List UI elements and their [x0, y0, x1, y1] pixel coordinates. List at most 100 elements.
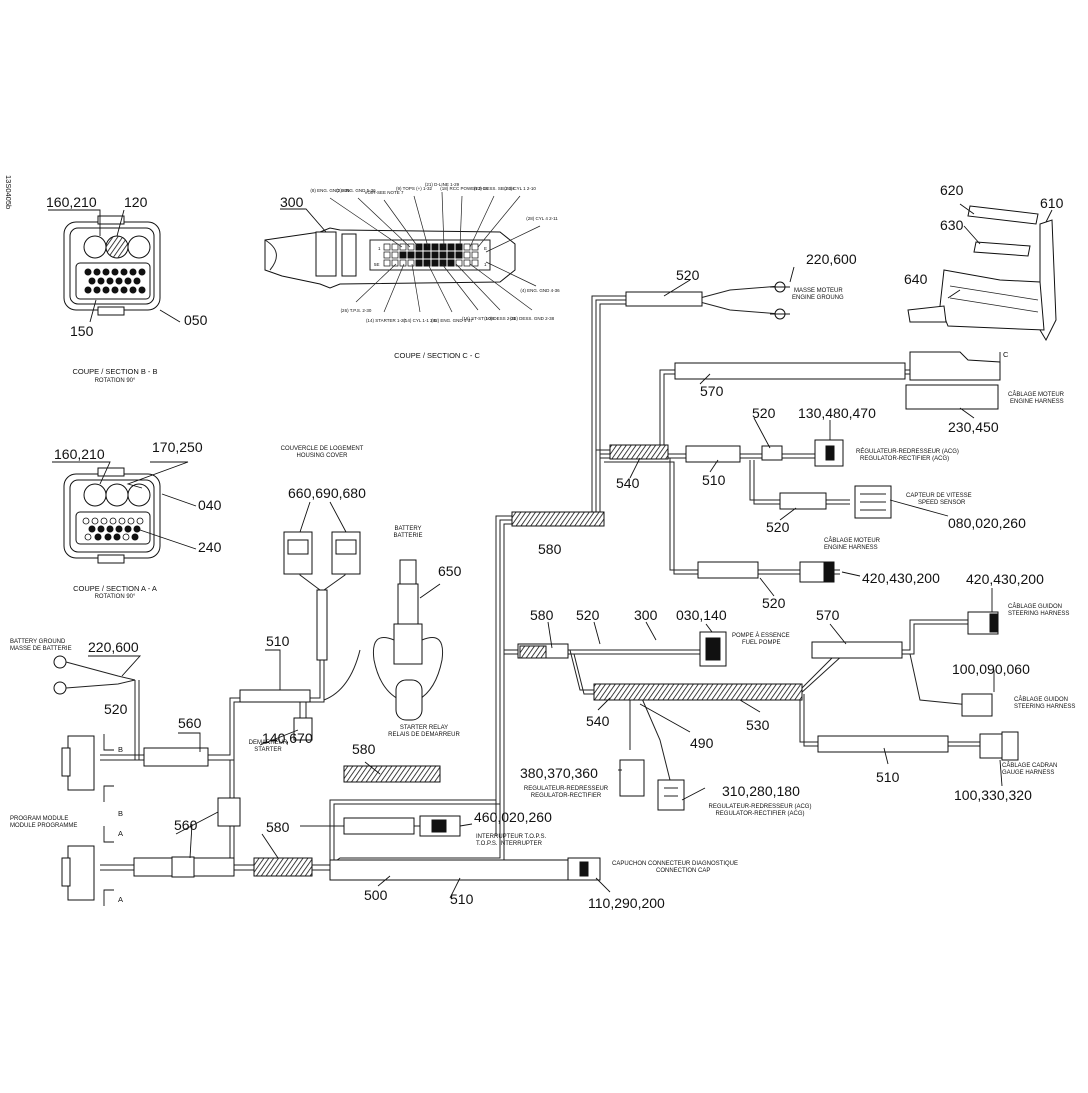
svg-text:ENGINE GROUNG: ENGINE GROUNG: [792, 295, 844, 301]
svg-text:500: 500: [364, 887, 388, 903]
section-bb-title: COUPE / SECTION B - B ROTATION 90°: [72, 367, 157, 384]
harness-sleeves: [133, 291, 949, 881]
svg-text:(14) CYL 1-1 2-5: (14) CYL 1-1 2-5: [403, 318, 437, 323]
svg-text:580: 580: [530, 607, 554, 623]
svg-text:160,210: 160,210: [46, 194, 97, 210]
svg-text:580: 580: [538, 541, 562, 557]
svg-text:040: 040: [198, 497, 222, 513]
svg-text:050: 050: [184, 312, 208, 328]
svg-text:510: 510: [266, 633, 290, 649]
svg-text:SPEED SENSOR: SPEED SENSOR: [918, 500, 966, 506]
svg-text:520: 520: [104, 701, 128, 717]
svg-text:C: C: [1003, 350, 1009, 359]
svg-text:120: 120: [124, 194, 148, 210]
svg-text:520: 520: [762, 595, 786, 611]
svg-text:570: 570: [816, 607, 840, 623]
svg-text:BATTERY: BATTERY: [394, 526, 421, 532]
svg-text:650: 650: [438, 563, 462, 579]
svg-text:080,020,260: 080,020,260: [948, 515, 1026, 531]
svg-text:240: 240: [198, 539, 222, 555]
svg-text:(38) DESS. GND 2-38: (38) DESS. GND 2-38: [510, 316, 555, 321]
svg-text:580: 580: [352, 741, 376, 757]
svg-text:BATTERIE: BATTERIE: [394, 533, 423, 539]
svg-text:CÂBLAGE GUIDON: CÂBLAGE GUIDON: [1008, 603, 1062, 610]
svg-text:520: 520: [576, 607, 600, 623]
svg-text:(8) ENG. GND 4-35: (8) ENG. GND 4-35: [310, 188, 350, 193]
section-cc-title: COUPE / SECTION C - C: [394, 351, 480, 360]
svg-text:(10) DESS 2-31: (10) DESS 2-31: [484, 316, 516, 321]
svg-text:MODULE PROGRAMME: MODULE PROGRAMME: [10, 823, 77, 829]
svg-text:REGULATEUR-REDRESSEUR: REGULATEUR-REDRESSEUR: [524, 786, 609, 792]
svg-text:PROGRAM MODULE: PROGRAM MODULE: [10, 816, 68, 822]
ecm-connector-section-cc: E 1 5E 1: [264, 191, 541, 313]
svg-text:COUPE / SECTION B - B: COUPE / SECTION B - B: [72, 367, 157, 376]
engine-connectors-610-640: [907, 205, 1057, 342]
svg-text:510: 510: [702, 472, 726, 488]
svg-text:540: 540: [586, 713, 610, 729]
svg-text:(16) ST-ST 1-28: (16) ST-ST 1-28: [462, 316, 495, 321]
svg-text:GAUGE HARNESS: GAUGE HARNESS: [1002, 770, 1054, 776]
svg-text:DEMARREUR: DEMARREUR: [249, 740, 288, 746]
svg-text:CÂBLAGE CADRAN: CÂBLAGE CADRAN: [1002, 762, 1057, 769]
svg-text:510: 510: [876, 769, 900, 785]
svg-text:560: 560: [178, 715, 202, 731]
svg-text:(4) ENG. GND 4-36: (4) ENG. GND 4-36: [520, 288, 560, 293]
svg-text:570: 570: [700, 383, 724, 399]
svg-text:STARTER RELAY: STARTER RELAY: [400, 725, 448, 731]
svg-text:COUVERCLE DE LOGEMENT: COUVERCLE DE LOGEMENT: [281, 446, 364, 452]
svg-text:5E: 5E: [374, 262, 380, 267]
svg-text:300: 300: [280, 194, 304, 210]
svg-text:POMPE À ESSENCE: POMPE À ESSENCE: [732, 632, 790, 639]
svg-text:REGULATOR-RECTIFIER (ACG): REGULATOR-RECTIFIER (ACG): [715, 811, 804, 817]
svg-text:B: B: [118, 809, 123, 818]
svg-text:230,450: 230,450: [948, 419, 999, 435]
svg-text:REGULATEUR-REDRESSEUR (ACG): REGULATEUR-REDRESSEUR (ACG): [709, 804, 812, 810]
svg-text:CÂBLAGE MOTEUR: CÂBLAGE MOTEUR: [1008, 391, 1065, 398]
svg-text:HOUSING COVER: HOUSING COVER: [296, 453, 348, 459]
svg-text:610: 610: [1040, 195, 1064, 211]
svg-text:ROTATION 90°: ROTATION 90°: [95, 594, 136, 600]
svg-text:CAPTEUR DE VITESSE: CAPTEUR DE VITESSE: [906, 493, 972, 499]
svg-text:(9) TOPS (+) 1-32: (9) TOPS (+) 1-32: [396, 186, 432, 191]
svg-text:MASSE DE BATTERIE: MASSE DE BATTERIE: [10, 646, 72, 652]
svg-text:RÉGULATEUR-REDRESSEUR (ACG): RÉGULATEUR-REDRESSEUR (ACG): [856, 448, 959, 455]
svg-text:300: 300: [634, 607, 658, 623]
svg-text:ROTATION 90°: ROTATION 90°: [95, 378, 136, 384]
svg-text:520: 520: [676, 267, 700, 283]
section-aa-title: COUPE / SECTION A - A ROTATION 90°: [73, 584, 157, 600]
svg-text:STARTER: STARTER: [254, 747, 282, 753]
svg-text:510: 510: [450, 891, 474, 907]
svg-text:(22) DESS. SB 2-24: (22) DESS. SB 2-24: [474, 186, 515, 191]
svg-text:A: A: [118, 829, 123, 838]
svg-text:ENGINE HARNESS: ENGINE HARNESS: [1010, 399, 1064, 405]
svg-text:110,290,200: 110,290,200: [588, 895, 665, 911]
svg-text:BATTERY GROUND: BATTERY GROUND: [10, 639, 66, 645]
svg-text:CÂBLAGE GUIDON: CÂBLAGE GUIDON: [1014, 696, 1068, 703]
svg-text:170,250: 170,250: [152, 439, 203, 455]
connector-section-aa: [63, 467, 161, 564]
svg-text:030,140: 030,140: [676, 607, 727, 623]
part-callouts: 160,210 120 150 050 300 160,210 170,250 …: [46, 182, 1064, 911]
svg-text:520: 520: [766, 519, 790, 535]
svg-text:CAPUCHON CONNECTEUR DIAGNOSTIQ: CAPUCHON CONNECTEUR DIAGNOSTIQUE: [612, 861, 738, 867]
svg-text:420,430,200: 420,430,200: [966, 571, 1044, 587]
svg-text:380,370,360: 380,370,360: [520, 765, 598, 781]
svg-text:A: A: [118, 895, 123, 904]
engine-harness-connector-c: C: [905, 350, 1009, 410]
svg-text:ENGINE HARNESS: ENGINE HARNESS: [824, 545, 878, 551]
svg-text:CONNECTION CAP: CONNECTION CAP: [656, 868, 710, 874]
svg-text:(28) CYL 4 2-11: (28) CYL 4 2-11: [526, 216, 558, 221]
svg-text:FUEL POMPE: FUEL POMPE: [742, 640, 780, 646]
components: [53, 281, 1019, 901]
svg-text:160,210: 160,210: [54, 446, 105, 462]
svg-text:100,090,060: 100,090,060: [952, 661, 1030, 677]
svg-text:150: 150: [70, 323, 94, 339]
svg-text:T.O.P.S. INTERRUPTER: T.O.P.S. INTERRUPTER: [476, 841, 543, 847]
svg-text:INTERRUPTEUR T.O.P.S.: INTERRUPTEUR T.O.P.S.: [476, 834, 546, 840]
ecm-pin-labels: (8) ENG. GND 4-35 (2) ENG. GND 5-36 VOIR…: [310, 182, 560, 323]
svg-text:130,480,470: 130,480,470: [798, 405, 876, 421]
svg-text:REGULATOR-RECTIFIER (ACG): REGULATOR-RECTIFIER (ACG): [860, 456, 949, 462]
svg-text:220,600: 220,600: [88, 639, 139, 655]
svg-text:1: 1: [484, 262, 487, 267]
